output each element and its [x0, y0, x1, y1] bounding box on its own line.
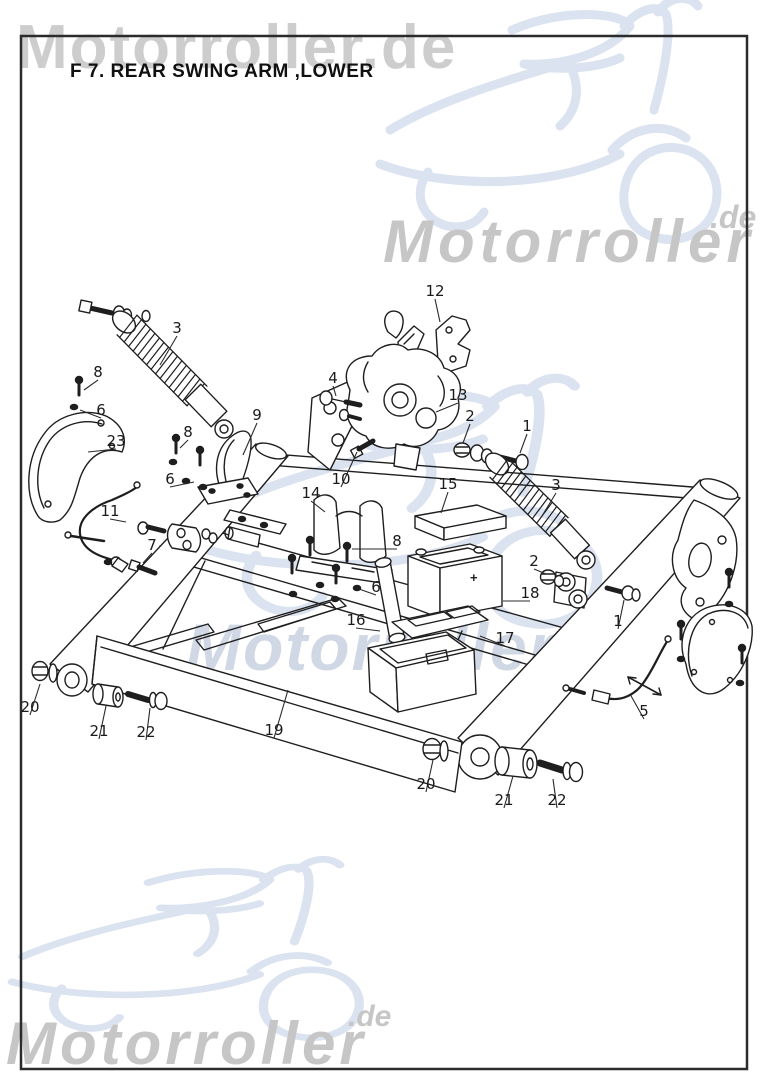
callout-1: 1 [613, 599, 625, 630]
page-border [19, 34, 749, 1071]
watermark-text-top: Motorroller.de [16, 13, 457, 82]
watermark-layer: Motorroller.de Motorroller .de Motorroll… [6, 0, 756, 1077]
svg-text:21: 21 [494, 791, 513, 809]
part-cable-5 [562, 635, 672, 705]
fastener-bolt-1-lower [604, 585, 641, 602]
part-battery: + [407, 543, 503, 619]
svg-text:4: 4 [328, 369, 338, 387]
fastener-bolt-7 [127, 559, 158, 576]
callout-21: 21 [494, 775, 514, 809]
battery-plus-mark: + [470, 570, 478, 585]
small-screws [74, 375, 747, 665]
callout-6: 6 [79, 401, 106, 419]
part-bracket-9 [197, 430, 259, 505]
callout-21: 21 [89, 705, 109, 740]
callout-3: 3 [159, 319, 182, 366]
callout-18: 18 [503, 584, 540, 602]
svg-text:1: 1 [613, 612, 623, 630]
svg-text:21: 21 [89, 722, 108, 740]
callout-19: 19 [264, 689, 289, 739]
part-cable-11 [64, 481, 141, 573]
callout-23: 23 [87, 432, 126, 453]
callout-12: 12 [425, 282, 445, 323]
part-mud-guard-right [681, 604, 753, 695]
svg-text:6: 6 [165, 470, 175, 488]
callout-10: 10 [331, 451, 358, 488]
svg-text:8: 8 [392, 532, 402, 550]
watermark-text-bottom: Motorroller [6, 1010, 367, 1077]
svg-text:7: 7 [147, 536, 157, 554]
watermark-text-mid-right: Motorroller [383, 208, 755, 275]
svg-text:6: 6 [371, 578, 381, 596]
svg-text:23: 23 [106, 432, 125, 450]
callout-8: 8 [179, 423, 193, 449]
svg-text:11: 11 [100, 502, 119, 520]
watermark-suffix-bottom: .de [348, 1000, 391, 1033]
callout-14: 14 [301, 484, 326, 513]
callout-9: 9 [242, 406, 262, 456]
callout-1: 1 [519, 417, 532, 454]
svg-text:20: 20 [416, 775, 435, 793]
callout-7: 7 [142, 536, 157, 564]
svg-text:6: 6 [96, 401, 106, 419]
callout-2: 2 [462, 407, 475, 444]
svg-text:18: 18 [520, 584, 539, 602]
callout-3: 3 [541, 476, 561, 517]
callout-11: 11 [100, 502, 127, 523]
part-tool-box [367, 631, 477, 713]
svg-text:2: 2 [529, 552, 539, 570]
callout-6: 6 [165, 470, 195, 488]
callout-16: 16 [346, 611, 381, 632]
part-shock-absorber-right [453, 442, 596, 570]
svg-text:22: 22 [136, 723, 155, 741]
callout-4: 4 [328, 369, 338, 397]
callout-15: 15 [438, 475, 458, 514]
part-tray-17 [391, 605, 489, 639]
fastener-group-bottom-left [31, 660, 168, 711]
svg-text:12: 12 [425, 282, 444, 300]
part-bracket-14 [295, 494, 393, 585]
svg-text:15: 15 [438, 475, 457, 493]
svg-text:8: 8 [93, 363, 103, 381]
svg-text:8: 8 [183, 423, 193, 441]
svg-text:22: 22 [547, 791, 566, 809]
fastener-group-bottom-right [422, 737, 584, 783]
callout-8: 8 [83, 363, 103, 391]
part-shock-absorber-left [78, 299, 234, 439]
callout-22: 22 [547, 778, 567, 809]
callout-17: 17 [479, 629, 515, 647]
svg-text:1: 1 [522, 417, 532, 435]
callout-2: 2 [529, 552, 547, 575]
callout-8: 8 [352, 532, 402, 550]
svg-text:9: 9 [252, 406, 262, 424]
svg-text:2: 2 [465, 407, 475, 425]
svg-text:13: 13 [448, 386, 467, 404]
svg-text:20: 20 [20, 698, 39, 716]
callout-6: 6 [358, 578, 381, 596]
callout-20: 20 [20, 683, 41, 716]
callout-20: 20 [416, 759, 436, 793]
fastener-bolt-4 [319, 390, 363, 422]
part-swing-arm-frame [49, 442, 741, 793]
svg-text:5: 5 [639, 702, 649, 720]
svg-text:16: 16 [346, 611, 365, 629]
fastener-nut-2b [539, 569, 565, 588]
callout-22: 22 [136, 707, 156, 741]
washer-dots [69, 403, 745, 687]
part-battery-lid [414, 504, 507, 541]
svg-text:3: 3 [172, 319, 182, 337]
watermark-suffix-mid-right: .de [710, 199, 756, 235]
callout-13: 13 [435, 386, 468, 413]
svg-text:17: 17 [495, 629, 514, 647]
svg-text:19: 19 [264, 721, 283, 739]
svg-text:10: 10 [331, 470, 350, 488]
svg-text:14: 14 [301, 484, 320, 502]
callout-5: 5 [629, 693, 649, 720]
page-title: F 7. REAR SWING ARM ,LOWER [70, 61, 374, 82]
line-art-layer: + [28, 299, 753, 793]
part-mud-guard-left [28, 411, 125, 523]
svg-text:3: 3 [551, 476, 561, 494]
